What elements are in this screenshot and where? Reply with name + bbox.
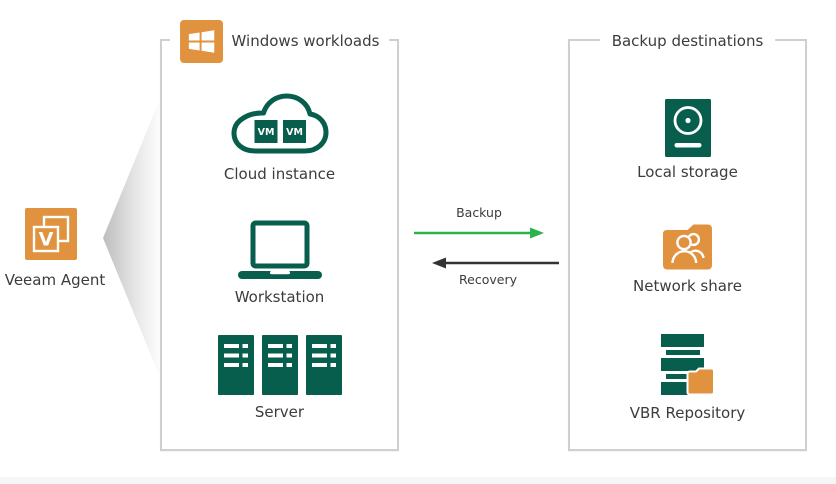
server-tower-icon (261, 335, 298, 395)
hard-disk-icon (664, 99, 711, 157)
veeam-agent-label: Veeam Agent (4, 271, 106, 289)
vm-badge: VM (257, 127, 274, 138)
local-storage-item: Local storage (570, 99, 805, 181)
laptop-icon (237, 220, 322, 279)
server-towers-icon (217, 335, 342, 395)
windows-workloads-header: Windows workloads (169, 19, 390, 63)
windows-workloads-title: Windows workloads (231, 32, 380, 50)
network-share-label: Network share (633, 277, 742, 295)
backup-flow-label: Backup (456, 205, 502, 220)
workstation-item: Workstation (162, 220, 397, 306)
server-item: Server (162, 335, 397, 421)
local-storage-label: Local storage (637, 163, 738, 181)
recovery-arrow-left (432, 257, 559, 269)
cloud-instance-label: Cloud instance (223, 165, 336, 183)
server-tower-icon (217, 335, 254, 395)
flow-chevron-shape (103, 94, 162, 382)
vm-badge: VM (286, 127, 303, 138)
server-label: Server (254, 403, 305, 421)
cloud-vm-icon: VM VM (231, 93, 328, 154)
repository-stack-folder-icon (660, 334, 715, 396)
backup-arrow-right (414, 227, 544, 239)
recovery-flow-label: Recovery (459, 272, 517, 287)
veeam-agent-icon: V (25, 208, 77, 260)
cloud-instance-item: VM VM Cloud instance (162, 93, 397, 183)
vbr-repository-item: VBR Repository (570, 334, 805, 422)
windows-workloads-box: Windows workloads VM VM Cloud instance W… (160, 19, 399, 451)
windows-logo-icon (179, 19, 223, 63)
backup-destinations-header: Backup destinations (599, 30, 776, 52)
footer-band (0, 477, 836, 484)
network-share-item: Network share (570, 223, 805, 295)
backup-destinations-box: Backup destinations Local storage Networ… (568, 30, 807, 451)
svg-text:V: V (39, 229, 54, 251)
workstation-label: Workstation (234, 288, 325, 306)
vbr-repository-label: VBR Repository (629, 404, 746, 422)
backup-destinations-title: Backup destinations (611, 32, 764, 50)
shared-folder-icon (662, 224, 712, 270)
server-tower-icon (305, 335, 342, 395)
